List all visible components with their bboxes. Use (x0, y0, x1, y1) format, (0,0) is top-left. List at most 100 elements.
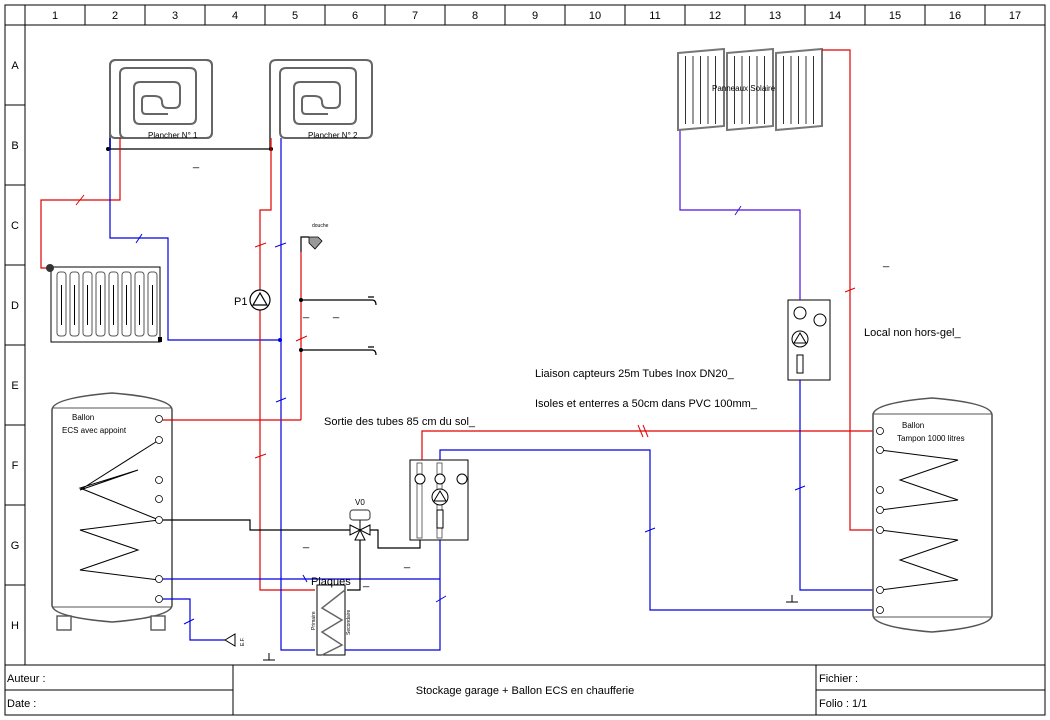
drawing-title: Stockage garage + Ballon ECS en chauffer… (416, 685, 634, 697)
pump-label: P1 (234, 296, 247, 308)
floor-heating-2[interactable]: Plancher N° 2 (269, 59, 373, 150)
column-header-5: 5 (292, 10, 298, 22)
column-header-1: 1 (52, 10, 58, 22)
column-header-6: 6 (352, 10, 358, 22)
radiator-fin (108, 271, 119, 337)
dash-2: _ (302, 307, 310, 319)
column-header-8: 8 (472, 10, 478, 22)
radiator-fin (82, 271, 93, 337)
note-not-frost-free: Local non hors-gel_ (864, 327, 962, 339)
hx-primary-label: Primaire (311, 611, 317, 630)
solar-panel (726, 47, 774, 132)
valve-label: V0 (355, 498, 365, 507)
buffer-tank-line1: Ballon (902, 421, 924, 430)
ecs-coil-control (163, 519, 350, 531)
cold-water-label: E.F. (240, 637, 246, 646)
dash-1: _ (192, 157, 200, 169)
radiator-fin (121, 271, 132, 337)
plate-heat-exchanger[interactable]: Plaques Primaire Secondaire (311, 576, 352, 656)
row-header-G: G (11, 540, 20, 552)
drawing-frame (4, 4, 1046, 716)
note-link-collectors: Liaison capteurs 25m Tubes Inox DN20_ (535, 368, 735, 380)
file-label: Fichier : (819, 673, 858, 685)
column-header-16: 16 (949, 10, 961, 22)
dash-3: _ (332, 307, 340, 319)
ecs-tank-line2: ECS avec appoint (62, 426, 127, 435)
column-header-9: 9 (532, 10, 538, 22)
radiator-fin (95, 271, 106, 337)
floor-1-label: Plancher N° 1 (148, 131, 198, 140)
column-header-15: 15 (889, 10, 901, 22)
shower[interactable]: douche (300, 223, 329, 420)
return-riser (280, 138, 315, 651)
solar-pump-station-2[interactable] (787, 299, 831, 381)
solar-panel (775, 47, 823, 132)
column-header-4: 4 (232, 10, 238, 22)
column-header-12: 12 (709, 10, 721, 22)
column-header-10: 10 (589, 10, 601, 22)
tap-1[interactable] (299, 296, 377, 306)
row-header-D: D (11, 300, 19, 312)
solar-flow-pipe (822, 49, 880, 531)
row-header-E: E (11, 380, 18, 392)
radiator[interactable] (46, 264, 162, 343)
dash-5: _ (403, 557, 411, 569)
dash-6: _ (362, 576, 370, 588)
valve-outlet-pipe (370, 529, 421, 549)
author-label: Auteur : (7, 673, 46, 685)
floor-2-label: Plancher N° 2 (308, 131, 358, 140)
date-label: Date : (7, 698, 36, 710)
note-insulated: Isoles et enterres a 50cm dans PVC 100mm… (535, 398, 758, 410)
three-way-valve-v0[interactable]: V0 (349, 498, 371, 541)
valve-bottom-pipe (347, 540, 361, 591)
row-header-H: H (11, 620, 19, 632)
ecs-tank[interactable]: Ballon ECS avec appoint (51, 392, 173, 631)
hot-riser-p1 (259, 138, 315, 591)
floor-heating-1[interactable]: Plancher N° 1 (109, 59, 213, 150)
buffer-return-pipe (345, 449, 880, 651)
row-header-A: A (11, 60, 19, 72)
solar-label: Panneaux Solaire (712, 84, 776, 93)
buffer-tank[interactable]: Ballon Tampon 1000 litres (872, 397, 993, 633)
floor-collector-pipe (106, 147, 273, 151)
radiator-fin (56, 271, 67, 337)
column-header-11: 11 (649, 10, 660, 22)
column-header-14: 14 (829, 10, 841, 22)
row-headers: A B C D E F G H (5, 60, 25, 666)
row-header-B: B (11, 140, 18, 152)
solar-hot-pipe (421, 430, 880, 460)
ecs-tank-line1: Ballon (72, 413, 94, 422)
ground-symbols (263, 595, 798, 661)
column-header-7: 7 (412, 10, 418, 22)
solar-panel (677, 47, 725, 132)
dash-7: _ (882, 256, 890, 268)
solar-panels[interactable]: Panneaux Solaire (677, 47, 823, 132)
buffer-to-solar-pipe (799, 380, 880, 591)
dash-4: _ (302, 537, 310, 549)
plates-label: Plaques (311, 576, 351, 588)
tap-2[interactable] (299, 346, 377, 356)
column-header-17: 17 (1009, 10, 1021, 22)
title-block: Auteur : Date : Stockage garage + Ballon… (5, 665, 1045, 715)
hot-pipe-radiator (40, 138, 121, 269)
buffer-tank-line2: Tampon 1000 litres (897, 434, 965, 443)
cold-water-in (163, 598, 225, 641)
cold-water-inlet[interactable]: E.F. (224, 633, 246, 647)
radiator-fin (69, 271, 80, 337)
row-header-F: F (12, 460, 19, 472)
note-tubes-exit: Sortie des tubes 85 cm du sol_ (324, 416, 476, 428)
radiator-fin (134, 271, 145, 337)
column-header-3: 3 (172, 10, 178, 22)
folio-label: Folio : 1/1 (819, 698, 867, 710)
solar-return-pipe (679, 130, 801, 300)
shower-label: douche (312, 223, 329, 229)
pump-p1[interactable]: P1 (234, 289, 271, 311)
hx-secondary-label: Secondaire (346, 609, 352, 635)
return-pipe-floor1 (109, 138, 280, 341)
annotations: Liaison capteurs 25m Tubes Inox DN20_ Is… (192, 157, 962, 588)
row-header-C: C (11, 220, 19, 232)
column-header-13: 13 (769, 10, 781, 22)
solar-pump-station-1[interactable] (409, 459, 469, 541)
